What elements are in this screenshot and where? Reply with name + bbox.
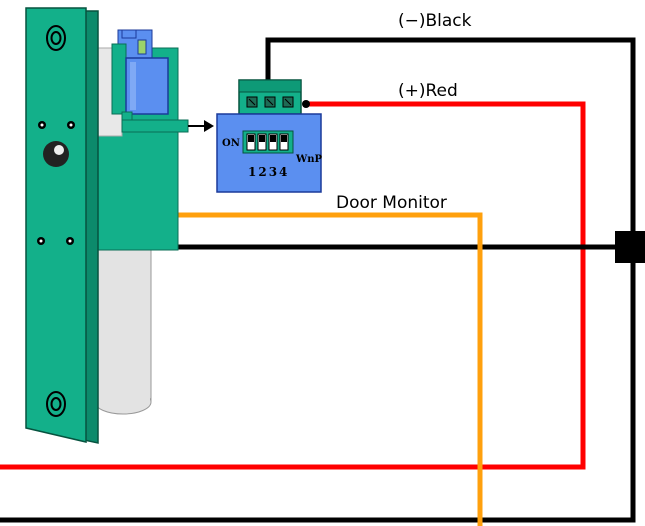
red-wire-terminal-dot (302, 100, 310, 108)
black-negative-wire (0, 37, 636, 523)
dip-on-label: ON (222, 138, 240, 149)
plate-screw-bottom (46, 391, 66, 417)
red-positive-wire (0, 101, 586, 470)
dip-switch (242, 130, 294, 154)
door-monitor-label: Door Monitor (336, 193, 447, 213)
controller-module: ON WnP 1234 (216, 79, 323, 193)
positive-red-label: (+)Red (398, 81, 458, 101)
door-monitor-wire (178, 212, 483, 526)
module-model-label: WnP (295, 154, 323, 165)
wire-junction-splice (615, 231, 645, 263)
terminal-block (238, 79, 302, 115)
dip-numbers-label: 1234 (248, 165, 289, 179)
lock-connector-arm (121, 111, 214, 133)
negative-black-label: (−)Black (398, 11, 472, 31)
lock-solenoid (111, 29, 169, 115)
lock-face-plate (25, 7, 99, 444)
plate-screw-top (46, 25, 66, 51)
